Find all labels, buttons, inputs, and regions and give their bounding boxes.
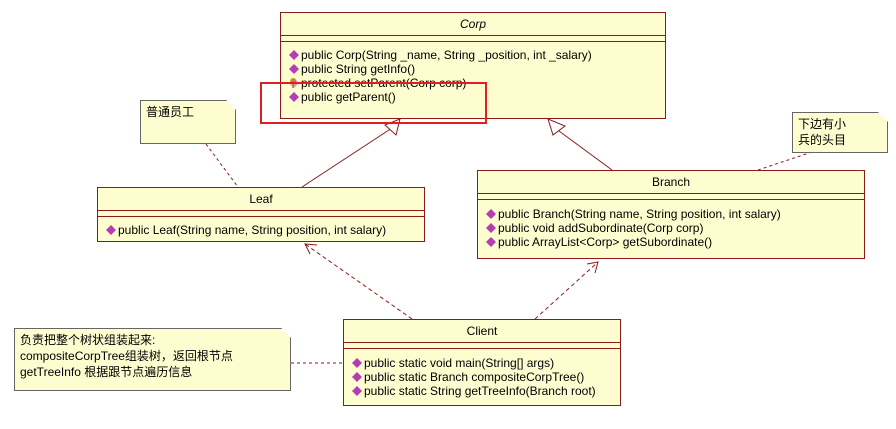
client-op-compositecorptree[interactable]: public static Branch compositeCorpTree() (344, 370, 620, 384)
branch-note[interactable]: 下边有小 兵的头目 (792, 112, 888, 153)
branch-note-line2: 兵的头目 (798, 133, 847, 147)
client-leaf-dependency-arrowhead (304, 243, 318, 255)
public-method-icon (352, 358, 362, 368)
corp-op-constructor-label: public Corp(String _name, String _positi… (301, 48, 592, 62)
leaf-class-name: Leaf (249, 192, 273, 206)
client-branch-dependency-line (534, 261, 599, 320)
public-method-icon (289, 64, 299, 74)
leaf-attributes-compartment (98, 210, 424, 216)
corp-op-getparent[interactable]: public getParent() (281, 90, 665, 104)
corp-op-getinfo-label: public String getInfo() (301, 62, 416, 76)
client-op-compositecorptree-label: public static Branch compositeCorpTree() (364, 370, 585, 384)
leaf-generalization-line (301, 127, 393, 188)
client-op-main[interactable]: public static void main(String[] args) (344, 356, 620, 370)
branch-op-addsubordinate-label: public void addSubordinate(Corp corp) (498, 221, 704, 235)
public-method-icon (486, 237, 496, 247)
corp-op-getparent-label: public getParent() (301, 90, 396, 104)
branch-note-anchor (757, 151, 813, 171)
client-class[interactable]: Client public static void main(String[] … (343, 319, 621, 406)
public-method-icon (289, 50, 299, 60)
branch-class[interactable]: Branch public Branch(String name, String… (477, 170, 865, 259)
branch-operations-divider (478, 199, 864, 207)
branch-op-addsubordinate[interactable]: public void addSubordinate(Corp corp) (478, 221, 864, 235)
client-leaf-dependency-line (304, 243, 413, 320)
client-operations-divider (344, 348, 620, 356)
corp-operations-divider (281, 41, 665, 48)
corp-op-constructor[interactable]: public Corp(String _name, String _positi… (281, 48, 665, 62)
client-note-line2: compositeCorpTree组装树，返回根节点 (20, 349, 233, 363)
client-class-name: Client (466, 324, 498, 338)
public-method-icon (486, 223, 496, 233)
branch-generalization-line (558, 130, 613, 171)
branch-note-line1: 下边有小 (798, 117, 847, 131)
client-note-line3: getTreeInfo 根据跟节点遍历信息 (20, 365, 193, 379)
client-attributes-compartment (344, 342, 620, 348)
client-op-main-label: public static void main(String[] args) (364, 356, 555, 370)
leaf-class[interactable]: Leaf public Leaf(String name, String pos… (97, 187, 425, 242)
leaf-op-constructor[interactable]: public Leaf(String name, String position… (98, 223, 424, 237)
corp-class-name: Corp (459, 17, 486, 31)
branch-attributes-compartment (478, 193, 864, 199)
public-method-icon (352, 386, 362, 396)
public-method-icon (289, 92, 299, 102)
client-branch-dependency-arrowhead (586, 261, 599, 274)
branch-class-name: Branch (651, 175, 691, 189)
branch-op-constructor[interactable]: public Branch(String name, String positi… (478, 207, 864, 221)
branch-op-getsubordinate[interactable]: public ArrayList<Corp> getSubordinate() (478, 235, 864, 249)
leaf-operations-divider (98, 216, 424, 223)
leaf-note-text: 普通员工 (146, 105, 195, 119)
corp-class[interactable]: Corp public Corp(String _name, String _p… (280, 12, 666, 119)
leaf-note[interactable]: 普通员工 (140, 100, 236, 144)
corp-op-getinfo[interactable]: public String getInfo() (281, 62, 665, 76)
branch-op-constructor-label: public Branch(String name, String positi… (498, 207, 781, 221)
public-method-icon (486, 209, 496, 219)
public-method-icon (352, 372, 362, 382)
corp-attributes-compartment (281, 35, 665, 41)
public-method-icon (106, 225, 116, 235)
branch-generalization-arrowhead (547, 118, 567, 136)
client-note-line1: 负责把整个树状组装起来: (20, 333, 156, 347)
client-note[interactable]: 负责把整个树状组装起来: compositeCorpTree组装树，返回根节点 … (14, 328, 291, 391)
client-op-gettreeinfo-label: public static String getTreeInfo(Branch … (364, 384, 596, 398)
highlight-box (260, 82, 487, 124)
leaf-note-anchor (205, 143, 239, 188)
branch-op-getsubordinate-label: public ArrayList<Corp> getSubordinate() (498, 235, 713, 249)
leaf-op-constructor-label: public Leaf(String name, String position… (118, 223, 387, 237)
client-op-gettreeinfo[interactable]: public static String getTreeInfo(Branch … (344, 384, 620, 398)
